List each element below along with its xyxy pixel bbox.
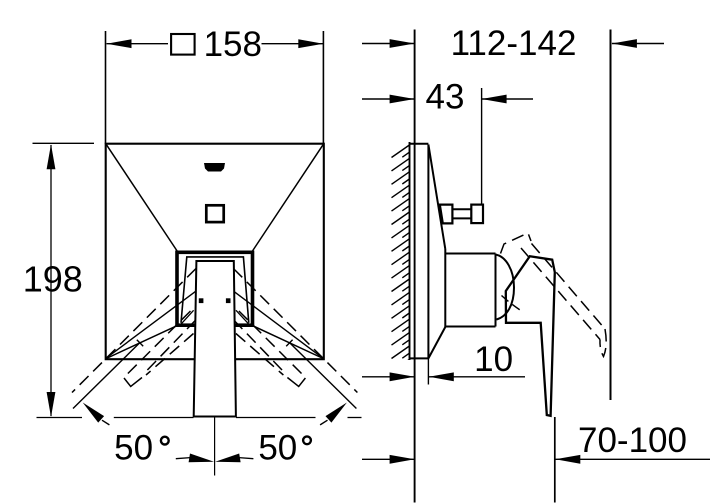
svg-text:10: 10: [474, 340, 513, 379]
svg-text:50: 50: [114, 428, 153, 467]
svg-text:43: 43: [426, 77, 465, 116]
svg-text:198: 198: [23, 258, 83, 299]
svg-text:112-142: 112-142: [451, 24, 577, 63]
svg-text:50: 50: [258, 428, 297, 467]
svg-text:70-100: 70-100: [578, 421, 687, 460]
svg-text:158: 158: [204, 25, 262, 64]
